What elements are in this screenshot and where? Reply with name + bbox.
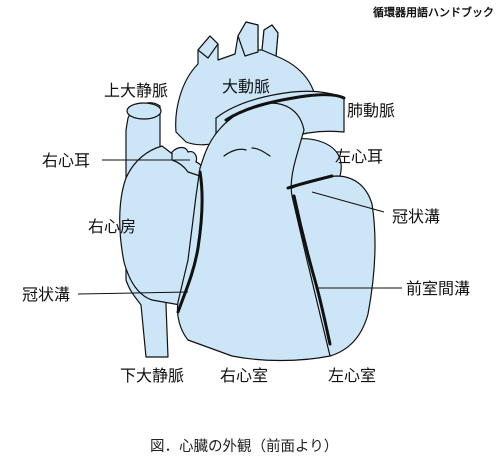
interventricular-sulcus-line — [292, 194, 332, 346]
leader-coronary-left — [77, 291, 189, 295]
label-right-ventricle: 右心室 — [220, 366, 268, 385]
label-anterior-interventricular-sulcus: 前室間溝 — [406, 279, 470, 298]
figure-caption: 図．心臓の外観（前面より） — [150, 438, 338, 455]
label-inferior-vena-cava: 下大静脈 — [120, 366, 184, 385]
handbook-title: 循環器用語ハンドブック — [373, 5, 494, 19]
aorta-branch-left — [197, 35, 219, 59]
coronary-sulcus-left-line — [286, 174, 334, 190]
pulmonary-outline — [224, 93, 346, 122]
aorta-branch-right — [261, 24, 279, 57]
labels: 上大静脈 大動脈 肺動脈 右心耳 左心耳 右心房 冠状溝 冠状溝 前室間溝 下大… — [22, 77, 470, 385]
rv-dash-marks — [223, 147, 271, 157]
label-coronary-sulcus-left: 冠状溝 — [22, 285, 70, 304]
label-left-auricle: 左心耳 — [335, 147, 383, 166]
label-right-auricle: 右心耳 — [42, 151, 90, 170]
label-aorta: 大動脈 — [222, 77, 270, 96]
label-pulmonary-artery: 肺動脈 — [347, 101, 395, 120]
aorta-branch-mid — [237, 21, 259, 57]
label-coronary-sulcus-right: 冠状溝 — [392, 207, 440, 226]
label-superior-vena-cava: 上大静脈 — [104, 81, 168, 100]
label-right-atrium: 右心房 — [88, 217, 136, 236]
sulcus-lines — [176, 93, 346, 346]
heart-illustration — [119, 21, 376, 362]
leader-coronary-right — [311, 191, 385, 213]
svc-opening — [126, 102, 162, 120]
coronary-sulcus-right-line — [176, 170, 204, 314]
right-auricle-shape — [171, 146, 203, 177]
leader-lines — [77, 159, 402, 295]
label-left-ventricle: 左心室 — [328, 366, 376, 385]
